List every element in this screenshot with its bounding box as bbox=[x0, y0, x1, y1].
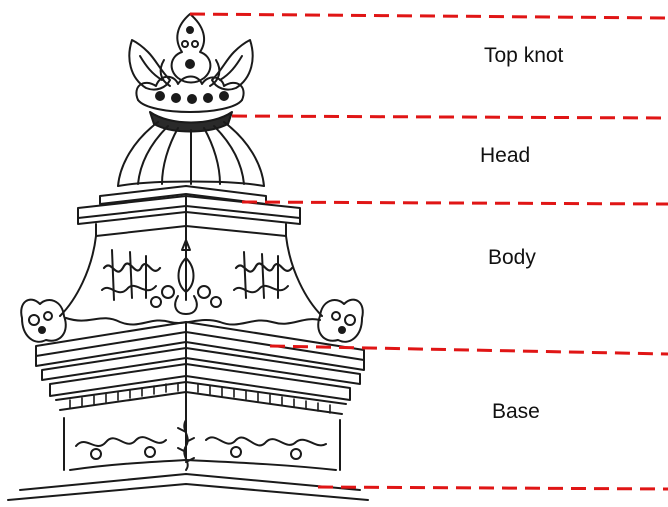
base-section bbox=[8, 322, 368, 500]
divider-body-base bbox=[270, 346, 668, 354]
divider-top bbox=[190, 14, 668, 18]
label-head: Head bbox=[480, 144, 530, 168]
label-top-knot: Top knot bbox=[484, 44, 563, 68]
head-dome bbox=[118, 122, 264, 186]
label-base: Base bbox=[492, 400, 540, 424]
divider-topknot-head bbox=[232, 116, 668, 118]
top-knot-ornament bbox=[129, 14, 252, 132]
section-divider-lines bbox=[190, 14, 668, 489]
body-section bbox=[60, 226, 322, 325]
divider-bottom bbox=[318, 487, 668, 489]
label-body: Body bbox=[488, 246, 536, 270]
divider-head-body bbox=[242, 202, 668, 204]
cornice-slab bbox=[78, 186, 300, 236]
